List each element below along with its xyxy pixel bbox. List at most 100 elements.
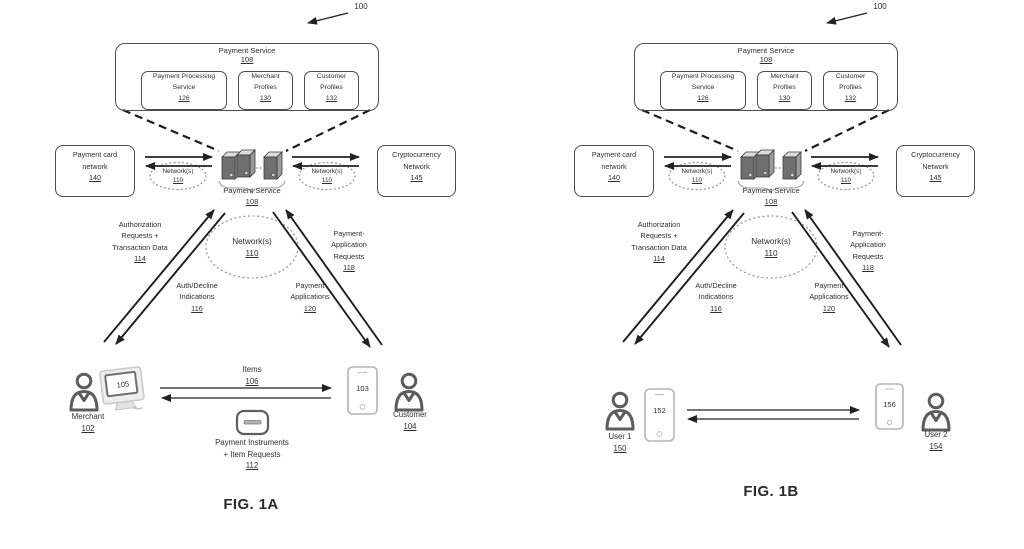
box-ref: 132 [325,94,338,102]
payment-card-icon [235,409,270,436]
label-line: Payment card [72,150,118,159]
entity-ref: 102 [81,423,95,433]
label-line: Payment- [852,229,884,238]
entity-ref: 104 [403,421,417,431]
payment-processing-service-box: Payment Processing Service 126 [141,71,227,110]
servers-ref: 108 [764,196,778,206]
box-ref: 130 [778,94,791,102]
reference-100-arrow [307,12,349,25]
payment-instruments-label: Payment Instruments + Item Requests 112 [215,437,289,472]
label-line: Network(s) [751,237,791,246]
payment-applications-down-arrow [272,211,371,348]
server-tower-icon [782,151,802,180]
auth-requests-label: Authorization Requests + Transaction Dat… [112,219,167,264]
label-line: Merchant [770,73,799,80]
payment-service-title: Payment Service [218,46,276,55]
payment-service-ref: 108 [759,55,773,64]
user1-label: User 1 150 [609,431,632,454]
payment-applications-down-arrow [791,211,890,348]
cryptocurrency-network-box: Cryptocurrency Network 145 [377,145,456,197]
merchant-device-ref: 105 [116,379,130,390]
label-line: Indications [698,292,734,302]
network-cloud-central-label: Network(s) 110 [751,236,791,261]
flow-ref: 114 [653,253,665,263]
box-ref: 126 [178,94,190,102]
flow-ref: 112 [245,461,259,471]
network-cloud-small-right-label: Network(s) 110 [831,167,862,186]
label-line: Merchant [251,73,280,80]
label-line: Authorization [118,220,162,229]
label-line: Items [242,365,262,374]
fig1b-caption: FIG. 1B [743,483,799,500]
customer-profiles-box: Customer Profiles 132 [304,71,359,110]
label-line: network [601,161,627,171]
label-line: Application [850,240,886,250]
cloud-ref: 110 [691,177,703,185]
ellipsis-dot [259,167,262,169]
flow-ref: 118 [343,262,355,272]
payment-app-requests-up-arrow [285,209,383,346]
label-line: Authorization [637,220,681,229]
customer-label: Customer 104 [393,409,427,432]
payment-service-servers-label: Payment Service 108 [223,186,280,207]
box-ref: 145 [929,173,942,183]
entity-ref: 150 [613,443,627,453]
ellipsis-dot [775,167,777,169]
customer-device-ref: 103 [356,384,369,393]
label-line: Applications [290,292,330,302]
network-cloud-small-right [817,161,875,191]
label-line: Network(s) [830,168,862,175]
label-line: Network [403,161,430,171]
reference-number-100: 100 [873,2,887,11]
label-line: Applications [809,292,849,302]
user1-person-icon [605,391,635,431]
payment-processing-service-box: Payment Processing Service 126 [660,71,746,110]
server-tower-icon [236,149,256,178]
flow-ref: 120 [822,303,836,313]
label-line: Payment Service [223,186,281,195]
label-line: Service [172,83,196,91]
network-cloud-small-left-label: Network(s) 110 [163,167,194,186]
merchant-label: Merchant 102 [72,411,105,434]
box-ref: 140 [608,173,620,183]
fig1b-panel: 100 Payment Service 108 Payment Processi… [519,0,1024,549]
brace-under-servers [218,180,286,195]
network-cloud-central-label: Network(s) 110 [232,236,272,261]
network-cloud-small-right [298,161,356,191]
server-tower-icon [263,151,283,180]
auth-decline-label: Auth/Decline Indications 116 [176,280,217,314]
label-line: Network(s) [681,168,713,175]
label-line: + Item Requests [223,449,281,459]
network-cloud-small-left-label: Network(s) 110 [682,167,713,186]
merchant-terminal-icon [99,366,145,411]
payment-card-network-box: Payment card network 140 [55,145,135,197]
cloud-ref: 110 [172,177,184,185]
merchant-person-icon [69,372,99,412]
payment-service-servers-label: Payment Service 108 [742,186,799,207]
label-line: Service [691,83,715,91]
reference-number-100: 100 [354,2,368,11]
label-line: Customer [316,73,347,80]
payment-service-box: Payment Service 108 Payment Processing S… [634,43,898,111]
cloud-ref: 110 [321,177,333,185]
dashed-connector-left [641,108,739,153]
ellipsis-dot [256,167,258,169]
fig1a-panel: 100 Payment Service 108 Payment Processi… [55,2,456,513]
customer-person-icon [394,372,424,412]
label-line: Profiles [773,83,796,91]
flow-ref: 118 [862,262,874,272]
payment-service-ref: 108 [240,55,254,64]
label-line: Payment Instruments [215,438,289,447]
label-line: Profiles [254,83,277,91]
payment-app-requests-label: Payment- Application Requests 118 [331,228,367,273]
cryptocurrency-network-box: Cryptocurrency Network 145 [896,145,975,197]
flow-ref: 114 [134,253,146,263]
servers-icon [221,149,283,180]
label-line: Cryptocurrency [392,150,441,159]
flow-ref: 106 [245,376,259,386]
label-line: Payment- [333,229,365,238]
label-line: Auth/Decline [176,281,218,290]
cloud-ref: 110 [764,249,778,259]
box-ref: 140 [89,173,101,183]
merchant-profiles-box: Merchant Profiles 130 [238,71,293,110]
